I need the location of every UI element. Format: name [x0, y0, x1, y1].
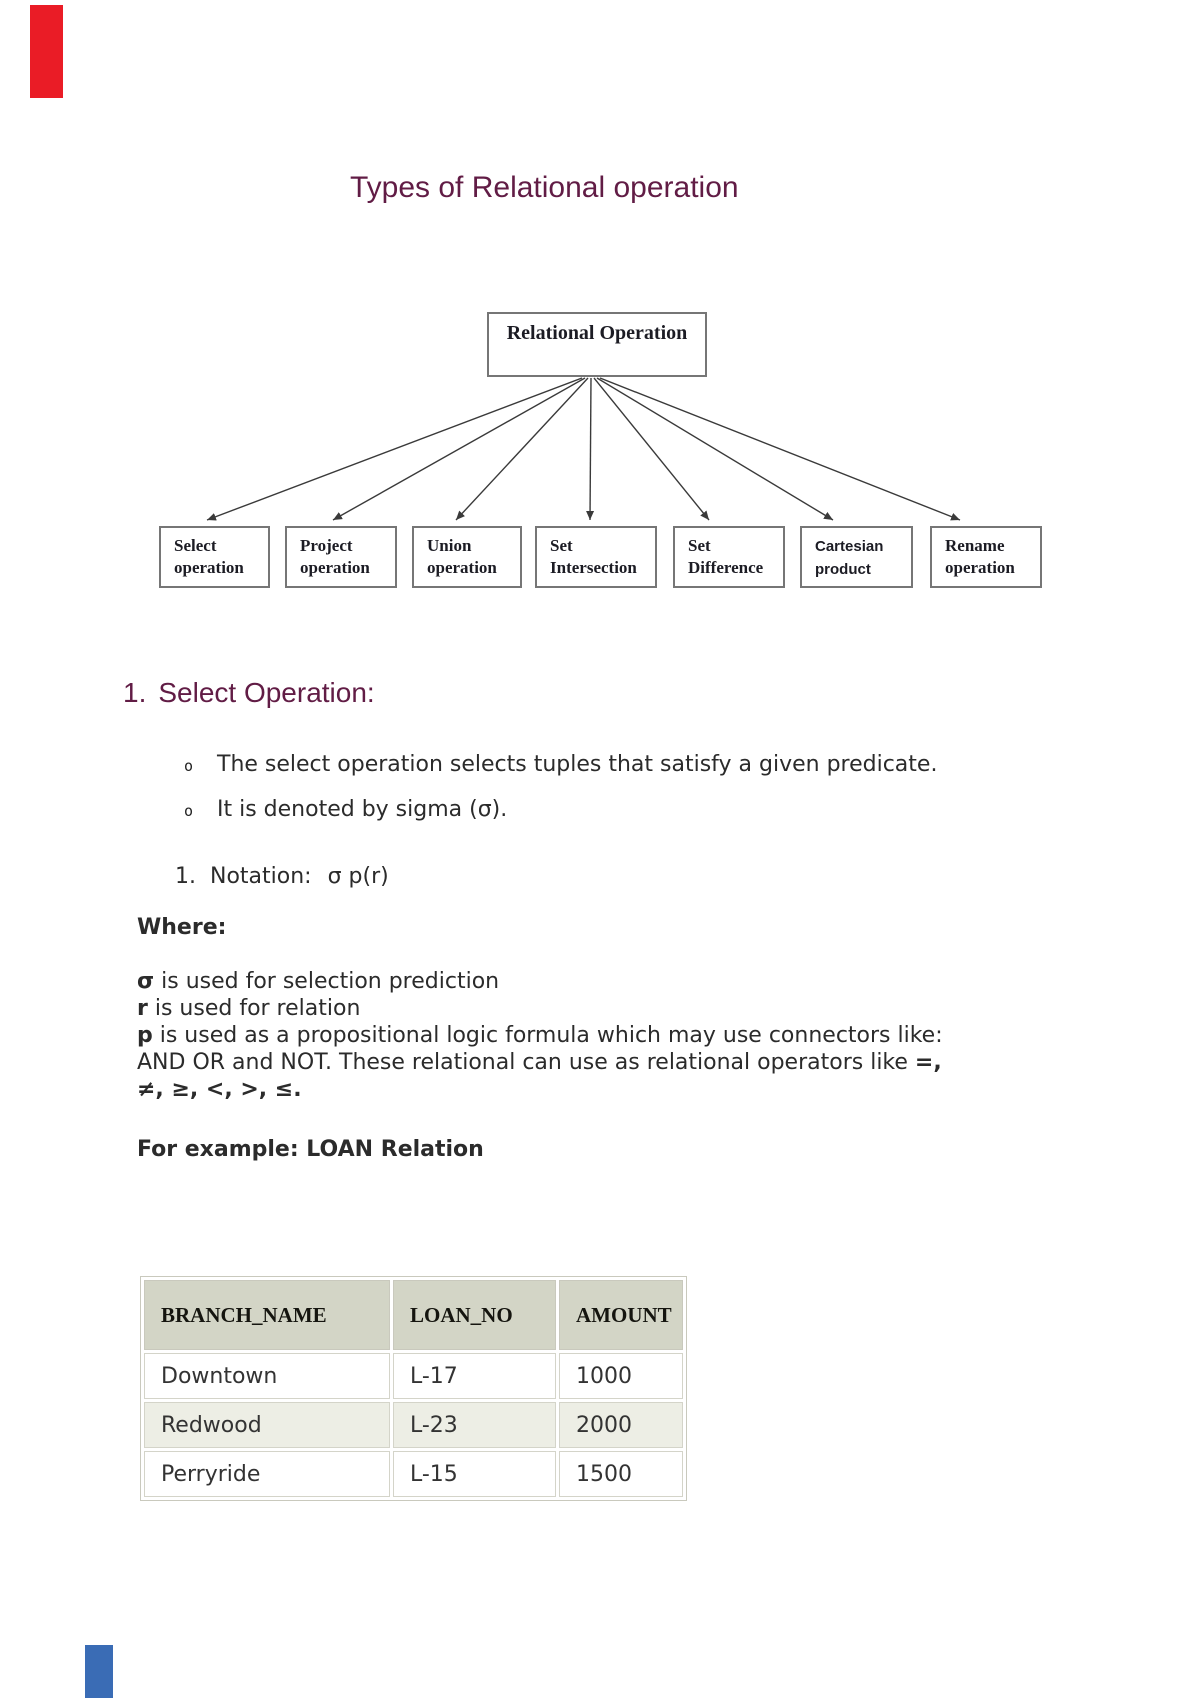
box-label-line2: operation — [945, 558, 1015, 577]
diagram-box-union-operation: Union operation — [412, 526, 522, 588]
diagram-root-box: Relational Operation — [487, 312, 707, 377]
diagram-box-rename-operation: Rename operation — [930, 526, 1042, 588]
notation-number: 1. — [175, 864, 196, 889]
box-label-line2: operation — [174, 558, 244, 577]
cell-loan-no: L-23 — [393, 1402, 556, 1448]
where-line-p: p is used as a propositional logic formu… — [137, 1022, 943, 1049]
where-line-operators: ≠, ≥, <, >, ≤. — [137, 1076, 943, 1103]
diagram-box-set-difference: Set Difference — [673, 526, 785, 588]
diagram-box-project-operation: Project operation — [285, 526, 397, 588]
where-line-text: is used for relation — [147, 996, 361, 1021]
box-label-line2: operation — [300, 558, 370, 577]
column-header-amount: AMOUNT — [559, 1280, 683, 1350]
bullet-marker: o — [184, 757, 194, 775]
equals-symbol: =, — [914, 1050, 942, 1075]
cell-branch-name: Redwood — [144, 1402, 390, 1448]
table-row: Redwood L-23 2000 — [144, 1402, 683, 1448]
notation-formula: σ p(r) — [327, 864, 389, 889]
column-header-branch-name: BRANCH_NAME — [144, 1280, 390, 1350]
symbol-p: p — [137, 1023, 153, 1048]
bullet-marker: o — [184, 802, 194, 820]
bullet-item: o It is denoted by sigma (σ). — [184, 795, 507, 826]
cell-amount: 1500 — [559, 1451, 683, 1497]
symbol-sigma: σ — [137, 969, 155, 994]
diagram-box-set-intersection: Set Intersection — [535, 526, 657, 588]
section-heading-text: Select Operation: — [158, 677, 375, 708]
table-header-row: BRANCH_NAME LOAN_NO AMOUNT — [144, 1280, 683, 1350]
notation-line: 1. Notation: σ p(r) — [175, 862, 389, 892]
page-edge-red-mark — [30, 5, 63, 98]
page-title: Types of Relational operation — [350, 171, 739, 204]
bullet-text: The select operation selects tuples that… — [217, 752, 938, 777]
cell-branch-name: Downtown — [144, 1353, 390, 1399]
notation-label: Notation: — [210, 864, 312, 889]
where-line-r: r is used for relation — [137, 995, 943, 1022]
section-heading: 1. Select Operation: — [123, 676, 375, 710]
bullet-text: It is denoted by sigma (σ). — [217, 797, 508, 822]
box-label-line1: Union — [427, 536, 472, 555]
where-line-text: is used as a propositional logic formula… — [152, 1023, 943, 1048]
bullet-item: o The select operation selects tuples tha… — [184, 750, 937, 781]
column-header-loan-no: LOAN_NO — [393, 1280, 556, 1350]
where-label: Where: — [137, 915, 227, 940]
box-label-line2: Difference — [688, 558, 764, 577]
cell-loan-no: L-17 — [393, 1353, 556, 1399]
cell-loan-no: L-15 — [393, 1451, 556, 1497]
diagram-box-cartesian-product: Cartesian product — [800, 526, 913, 588]
box-label-line2: product — [815, 561, 871, 578]
box-label-line1: Select — [174, 536, 217, 555]
example-label: For example: LOAN Relation — [137, 1137, 484, 1162]
box-label-line1: Set — [688, 536, 711, 555]
box-label-line1: Rename — [945, 536, 1005, 555]
symbol-r: r — [137, 996, 148, 1021]
table-row: Downtown L-17 1000 — [144, 1353, 683, 1399]
table-row: Perryride L-15 1500 — [144, 1451, 683, 1497]
where-line-text: AND OR and NOT. These relational can use… — [137, 1050, 915, 1075]
page-edge-blue-mark — [85, 1645, 113, 1698]
cell-branch-name: Perryride — [144, 1451, 390, 1497]
cell-amount: 2000 — [559, 1402, 683, 1448]
loan-relation-table: BRANCH_NAME LOAN_NO AMOUNT Downtown L-17… — [140, 1276, 687, 1501]
cell-amount: 1000 — [559, 1353, 683, 1399]
box-label-line1: Set — [550, 536, 573, 555]
box-label-line2: Intersection — [550, 558, 637, 577]
where-line-connectors: AND OR and NOT. These relational can use… — [137, 1049, 943, 1076]
where-paragraph: σ is used for selection prediction r is … — [137, 968, 943, 1103]
diagram-box-select-operation: Select operation — [159, 526, 270, 588]
box-label-line1: Project — [300, 536, 353, 555]
box-label-line1: Cartesian — [815, 538, 884, 555]
where-line-sigma: σ is used for selection prediction — [137, 968, 943, 995]
section-heading-number: 1. — [123, 677, 147, 708]
box-label-line2: operation — [427, 558, 497, 577]
where-line-text: is used for selection prediction — [154, 969, 500, 994]
relational-operator-symbols: ≠, ≥, <, >, ≤. — [137, 1077, 302, 1102]
